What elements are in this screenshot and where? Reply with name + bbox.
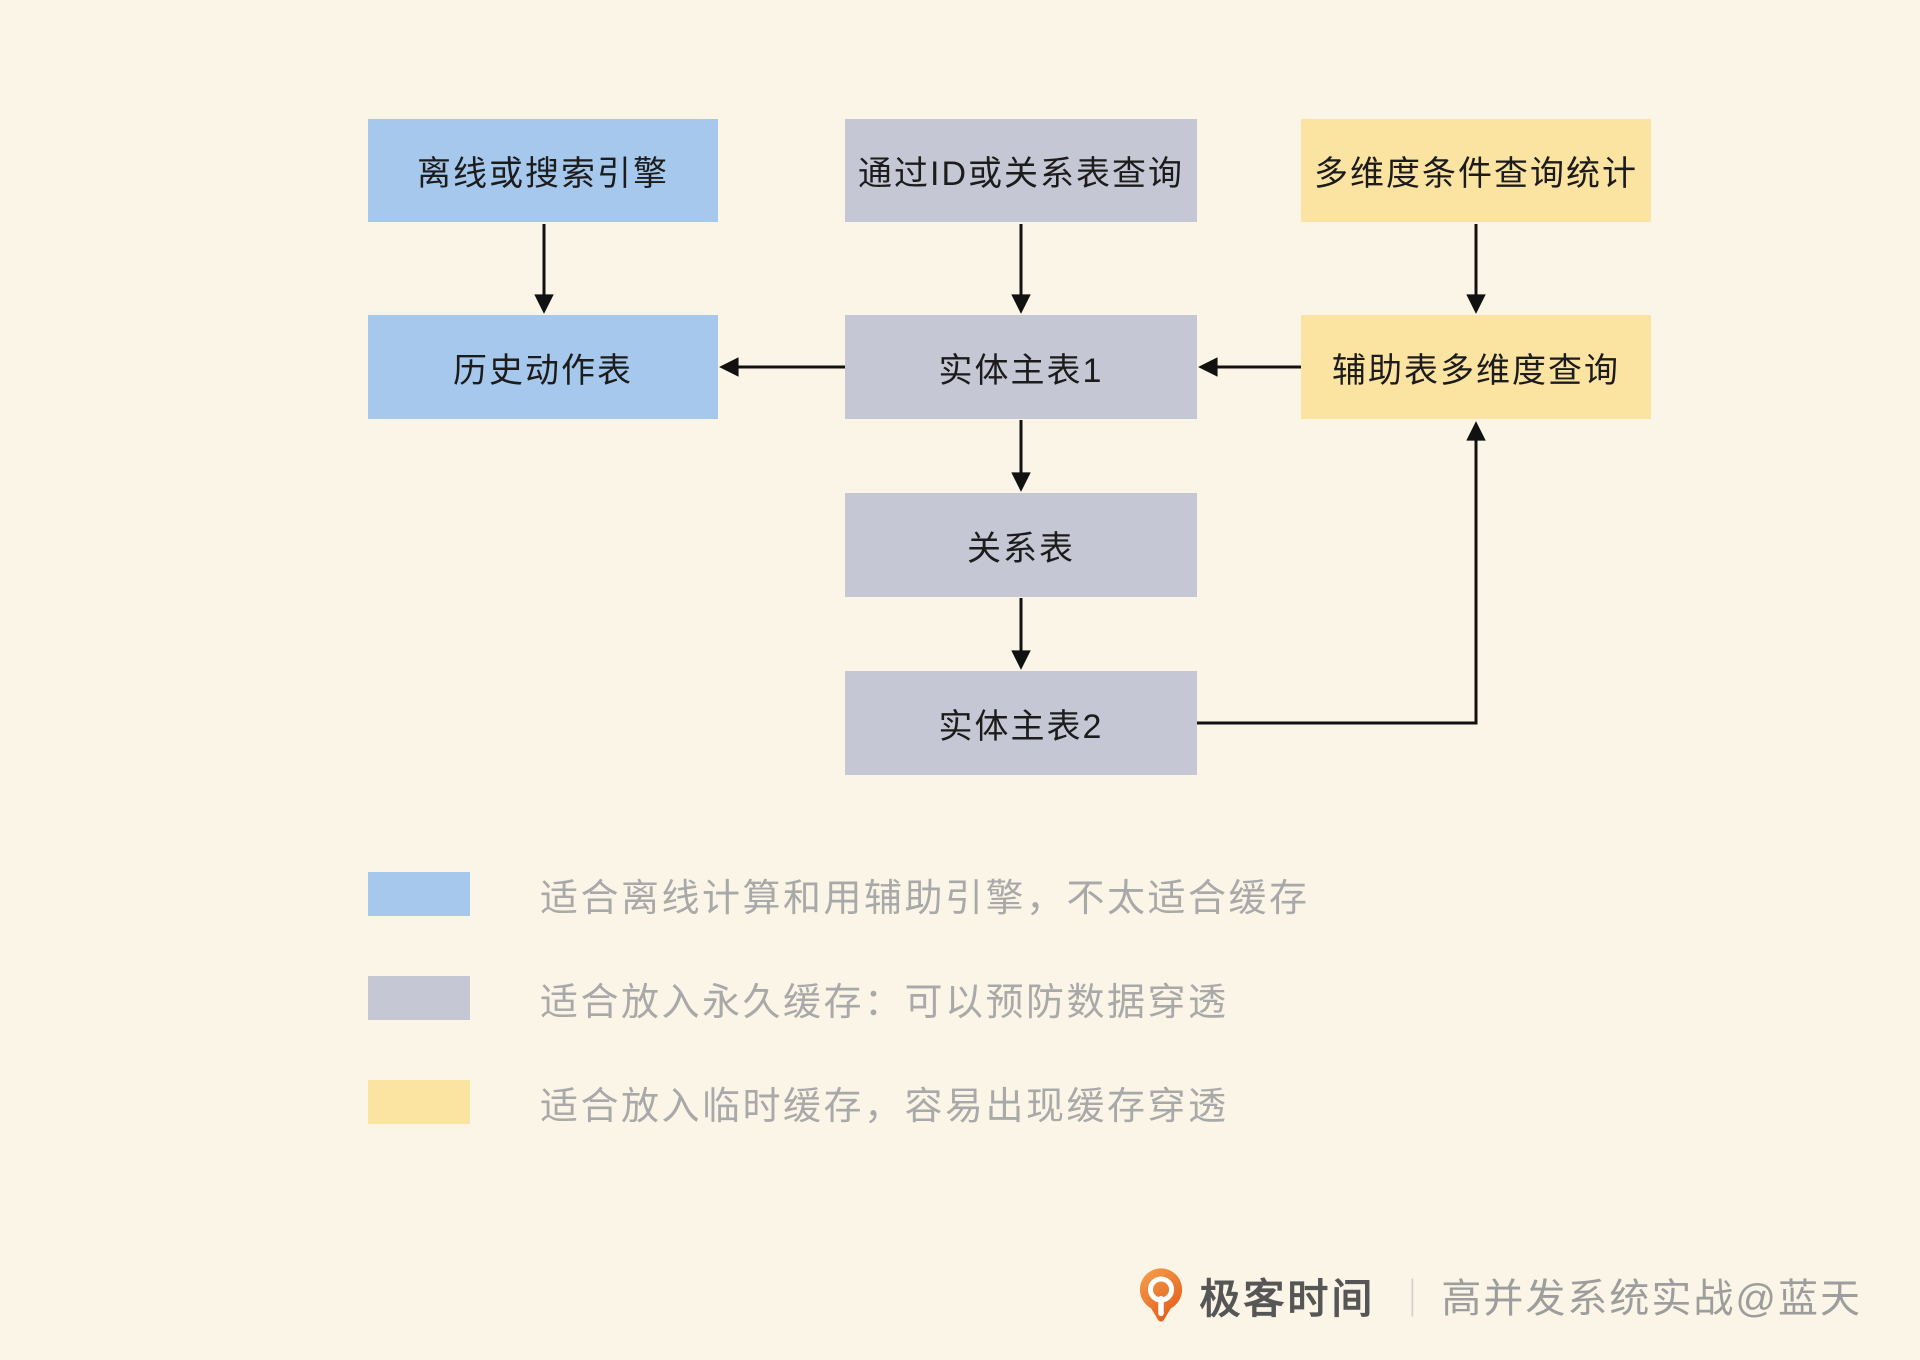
footer-credit-text: 高并发系统实战@蓝天 [1441,1277,1862,1321]
legend-label-yellow: 适合放入临时缓存，容易出现缓存穿透 [540,1085,1229,1128]
node-offline-or-search-engine: 离线或搜索引擎 [368,119,718,222]
legend-label-gray: 适合放入永久缓存：可以预防数据穿透 [540,981,1229,1024]
node-entity-main-table-2: 实体主表2 [845,671,1197,775]
node-entity-main-table-1: 实体主表1 [845,315,1197,419]
legend-item-yellow: 适合放入临时缓存，容易出现缓存穿透 [368,1080,1310,1128]
edge-entity-table-2-to-aux-multidim-query [1197,421,1486,725]
footer-brand-text: 极客时间 [1199,1276,1376,1322]
legend-swatch-yellow [368,1080,470,1124]
footer-watermark: 极客时间 ｜ 高并发系统实战@蓝天 [1139,1264,1862,1326]
node-history-action-table: 历史动作表 [368,315,718,419]
legend: 适合离线计算和用辅助引擎，不太适合缓存 适合放入永久缓存：可以预防数据穿透 适合… [368,872,1310,1184]
legend-swatch-blue [368,872,470,916]
node-relation-table: 关系表 [845,493,1197,597]
footer-divider: ｜ [1393,1278,1432,1321]
node-multidim-condition-query-stats: 多维度条件查询统计 [1301,119,1651,222]
legend-swatch-gray [368,976,470,1020]
legend-item-gray: 适合放入永久缓存：可以预防数据穿透 [368,976,1310,1024]
node-aux-table-multidim-query: 辅助表多维度查询 [1301,315,1651,419]
node-query-by-id-or-relation-table: 通过ID或关系表查询 [845,119,1197,222]
legend-item-blue: 适合离线计算和用辅助引擎，不太适合缓存 [368,872,1310,920]
legend-label-blue: 适合离线计算和用辅助引擎，不太适合缓存 [540,877,1310,920]
geektime-logo-icon [1140,1268,1183,1322]
